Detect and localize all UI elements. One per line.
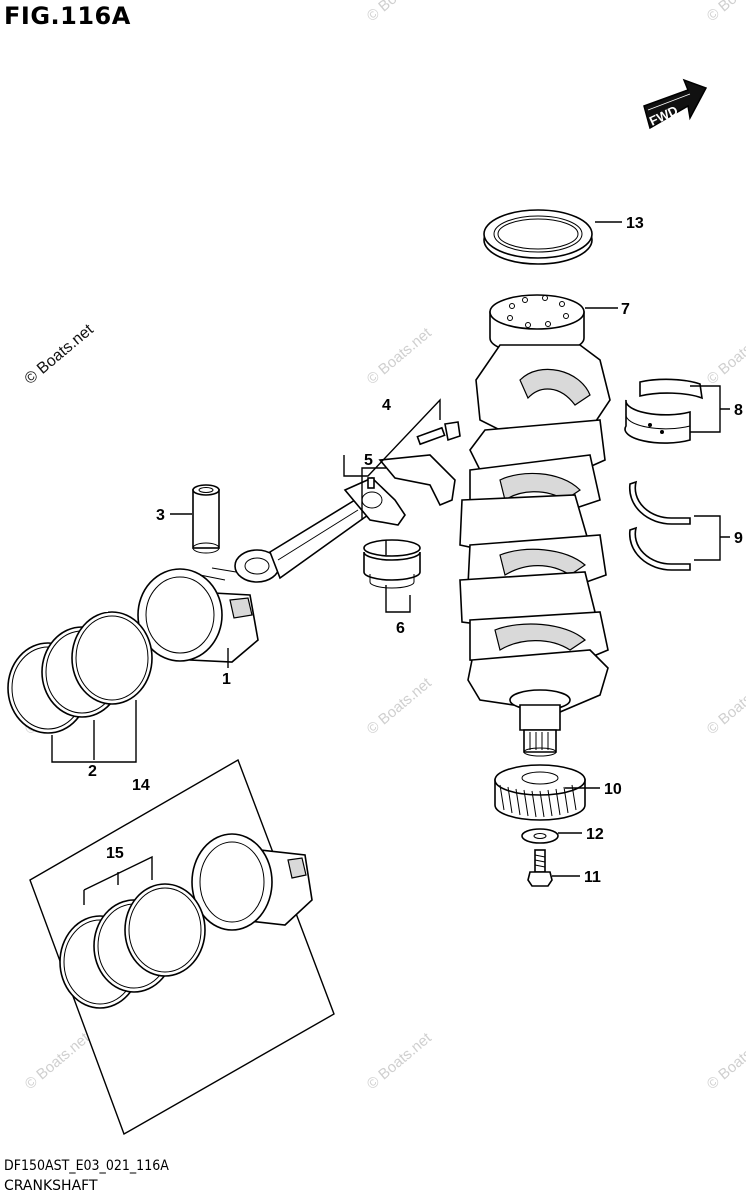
callout-14: 14	[132, 777, 150, 794]
watermark: © Boats.net	[364, 1029, 436, 1093]
crank-gear-part-10	[494, 764, 586, 821]
callout-1: 1	[222, 671, 231, 688]
callout-4: 4	[382, 397, 391, 414]
oil-seal-part-13	[483, 209, 593, 265]
watermark: © Boats.net	[364, 324, 436, 388]
piston-part-1	[137, 567, 259, 663]
callout-13: 13	[626, 215, 644, 232]
fwd-direction-badge: FWD	[643, 78, 708, 130]
figure-title: FIG.116A	[4, 2, 131, 30]
piston-set-kit-part-14	[29, 758, 335, 1136]
callout-8: 8	[734, 402, 743, 419]
thrust-washer-part-9	[628, 480, 691, 571]
watermark: © Boats.net	[364, 0, 436, 25]
conrod-bearing-part-6	[363, 539, 421, 589]
callout-10: 10	[604, 781, 622, 798]
callout-12: 12	[586, 826, 604, 843]
watermark: © Boats.net	[704, 0, 746, 25]
callout-6: 6	[396, 620, 405, 637]
watermark: © Boats.net	[704, 324, 746, 388]
connecting-rod-part-4	[234, 421, 461, 583]
callout-5: 5	[364, 452, 373, 469]
diagram-name: CRANKSHAFT	[4, 1178, 98, 1194]
watermark: © Boats.net	[22, 321, 98, 388]
piston-rings-part-2	[7, 606, 153, 734]
callout-2: 2	[88, 763, 97, 780]
callout-11: 11	[584, 869, 601, 886]
callout-7: 7	[621, 301, 630, 318]
main-bearing-part-8	[624, 378, 703, 444]
diagram-code: DF150AST_E03_021_116A	[4, 1158, 169, 1174]
dowel-part-5	[367, 477, 375, 489]
callout-9: 9	[734, 530, 743, 547]
callout-15: 15	[106, 845, 124, 862]
washer-part-12	[521, 828, 559, 844]
crankshaft-part-7	[459, 294, 611, 757]
callout-3: 3	[156, 507, 165, 524]
callout-labels: 1 2 3 4 5 6 7 8 9 10 11 12 13 14 15	[88, 215, 743, 886]
watermark: © Boats.net	[704, 1029, 746, 1093]
bolt-part-11	[527, 849, 553, 887]
watermark: © Boats.net	[704, 674, 746, 738]
piston-pin-part-3	[192, 484, 220, 554]
leader-lines	[51, 221, 730, 905]
watermark: © Boats.net	[364, 674, 436, 738]
watermark: © Boats.net	[22, 1029, 94, 1093]
